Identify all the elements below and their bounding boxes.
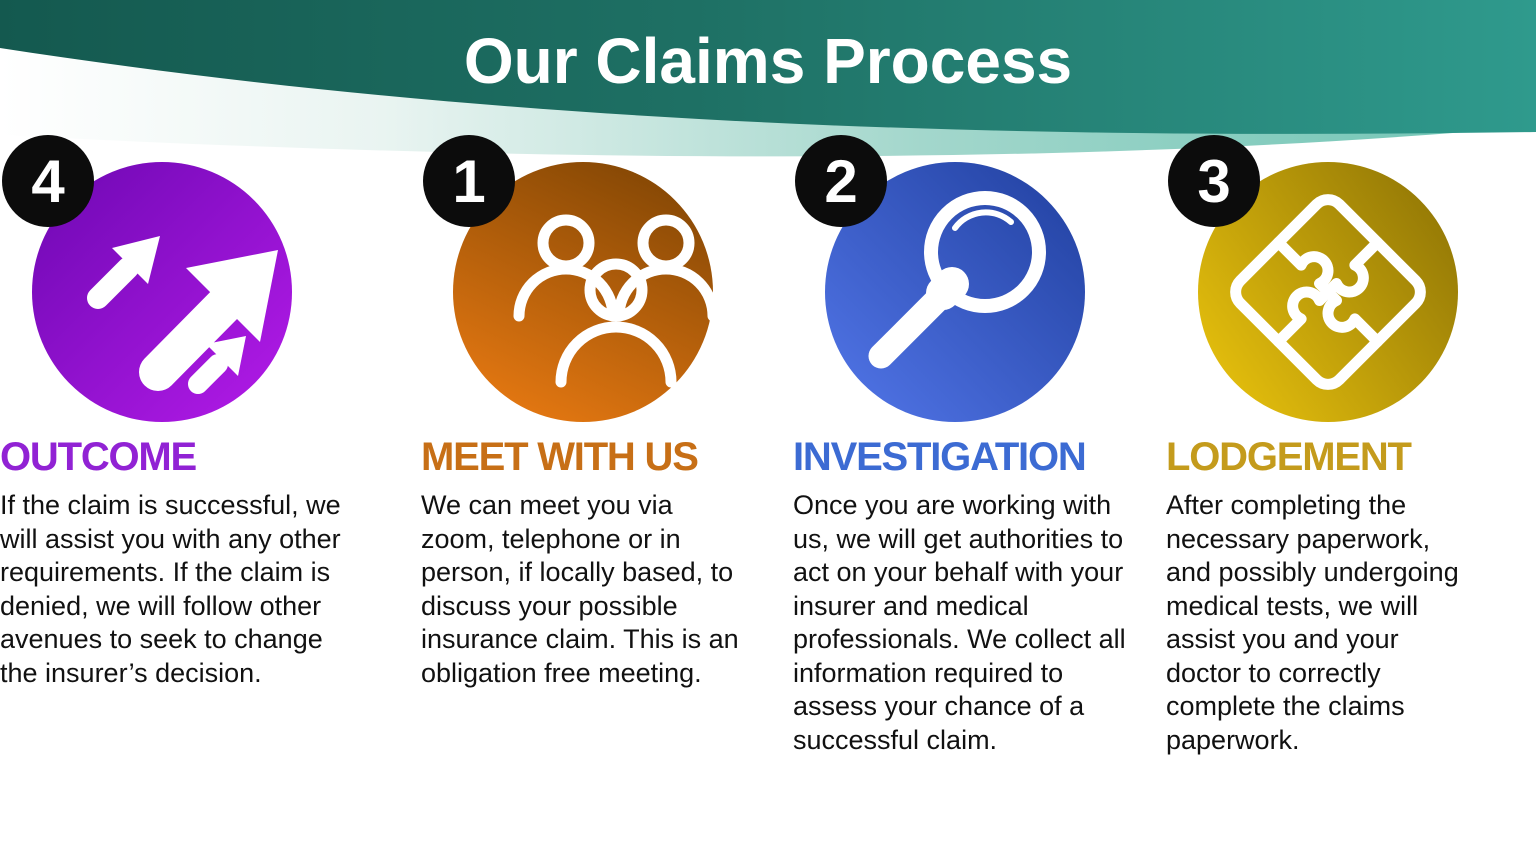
step-lodgement: 3 LODGEMENT After completing the necessa…: [1166, 0, 1514, 864]
dark-band: [0, 0, 1536, 134]
step-outcome: 4 OUTCOME If the claim is successful, we…: [0, 0, 348, 864]
step4-description: If the claim is successful, we will assi…: [0, 490, 341, 688]
step4-title: OUTCOME: [0, 435, 197, 479]
step3-description: After completing the necessary paperwork…: [1166, 490, 1459, 755]
step1-number-badge: 1: [423, 135, 515, 227]
step3-text-block: LODGEMENT After completing the necessary…: [1166, 437, 1462, 757]
header-swoosh: [0, 0, 1536, 157]
step4-number-badge: 4: [2, 135, 94, 227]
step2-number-badge: 2: [795, 135, 887, 227]
step-meet-with-us: 1 MEET WITH US We can meet you via zoom,…: [421, 0, 769, 864]
step1-title: MEET WITH US: [421, 435, 699, 479]
step1-number: 1: [452, 147, 486, 215]
arrows-icon: [87, 236, 278, 394]
step2-number: 2: [824, 147, 858, 215]
step2-description: Once you are working with us, we will ge…: [793, 490, 1126, 755]
step3-number-badge: 3: [1168, 135, 1260, 227]
step1-text-block: MEET WITH US We can meet you via zoom, t…: [421, 437, 743, 690]
step3-title: LODGEMENT: [1166, 435, 1412, 479]
puzzle-icon: [1230, 194, 1426, 390]
people-icon: [513, 214, 713, 388]
step4-text-block: OUTCOME If the claim is successful, we w…: [0, 437, 348, 690]
step3-number: 3: [1197, 147, 1231, 215]
step1-description: We can meet you via zoom, telephone or i…: [421, 490, 739, 688]
step-investigation: 2 INVESTIGATION Once you are working wit…: [793, 0, 1141, 864]
step2-title: INVESTIGATION: [793, 435, 1087, 479]
step2-text-block: INVESTIGATION Once you are working with …: [793, 437, 1133, 757]
page-title: Our Claims Process: [463, 25, 1073, 97]
step4-number: 4: [31, 147, 65, 215]
magnifier-icon: [868, 191, 1046, 369]
